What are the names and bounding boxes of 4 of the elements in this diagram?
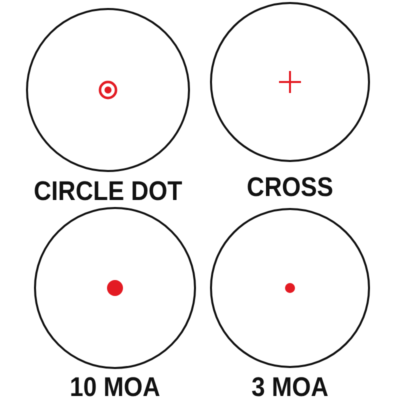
reticle-label: CIRCLE DOT — [32, 176, 184, 207]
reticle-label: CROSS — [246, 172, 334, 203]
reticle-label: 3 MOA — [250, 372, 330, 400]
reticle-label: 10 MOA — [68, 372, 162, 400]
